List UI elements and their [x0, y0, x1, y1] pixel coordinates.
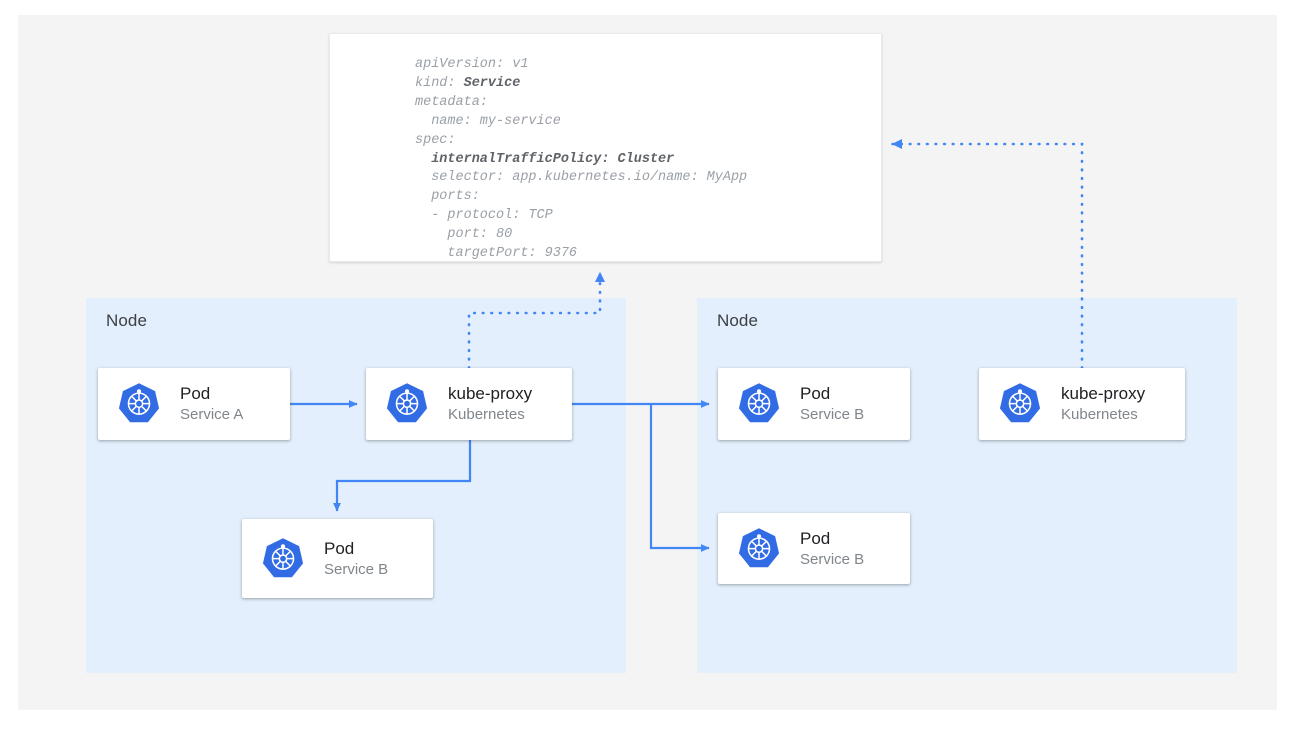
yaml-line-targetport: targetPort: 9376 [415, 246, 578, 262]
kubernetes-logo-icon [738, 527, 780, 567]
yaml-line-ports: ports: [415, 189, 480, 205]
card-pod-service-b-remote-1[interactable]: Pod Service B [718, 368, 910, 440]
card-title: kube-proxy [1061, 384, 1146, 404]
kubernetes-logo-icon [999, 383, 1041, 423]
card-pod-service-b-remote-2[interactable]: Pod Service B [718, 513, 910, 584]
kubernetes-logo-icon [262, 537, 304, 577]
yaml-line-protocol: - protocol: TCP [415, 208, 553, 224]
service-manifest-box: apiVersion: v1 kind: Service metadata: n… [329, 33, 882, 262]
card-pod-service-b-local[interactable]: Pod Service B [242, 519, 433, 598]
card-subtitle: Kubernetes [1061, 406, 1138, 424]
card-kube-proxy-left[interactable]: kube-proxy Kubernetes [366, 368, 572, 440]
yaml-line-name: name: my-service [415, 113, 561, 129]
yaml-line-spec: spec: [415, 132, 456, 148]
yaml-line-port: port: 80 [415, 227, 513, 243]
node-container-right: Node [697, 298, 1237, 673]
card-subtitle: Service B [800, 406, 865, 424]
yaml-line-metadata: metadata: [415, 94, 488, 110]
card-text: Pod Service B [324, 539, 388, 579]
card-text: Pod Service A [180, 384, 243, 424]
card-text: kube-proxy Kubernetes [448, 384, 532, 424]
node-container-left: Node [86, 298, 626, 673]
card-kube-proxy-right[interactable]: kube-proxy Kubernetes [979, 368, 1185, 440]
yaml-line-selector: selector: app.kubernetes.io/name: MyApp [415, 170, 748, 186]
card-pod-service-a[interactable]: Pod Service A [98, 368, 290, 440]
kubernetes-logo-icon [738, 383, 780, 423]
yaml-line-apiversion: apiVersion: v1 [415, 57, 529, 72]
card-text: Pod Service B [800, 529, 864, 569]
node-label: Node [717, 311, 759, 330]
card-text: Pod Service B [800, 384, 864, 424]
yaml-line-internal-traffic-policy: internalTrafficPolicy: Cluster [415, 151, 675, 167]
card-subtitle: Service B [800, 550, 865, 568]
kubernetes-logo-icon [118, 383, 160, 423]
card-subtitle: Kubernetes [448, 406, 525, 424]
card-title: Pod [180, 384, 211, 404]
card-subtitle: Service B [324, 560, 389, 578]
yaml-line-kind-key: kind: [415, 75, 464, 91]
kubernetes-logo-icon [386, 383, 428, 423]
card-subtitle: Service A [180, 406, 244, 424]
node-label: Node [106, 311, 148, 330]
card-title: kube-proxy [448, 384, 533, 404]
card-title: Pod [800, 384, 831, 404]
card-title: Pod [324, 538, 355, 558]
service-manifest-code: apiVersion: v1 kind: Service metadata: n… [415, 56, 748, 262]
yaml-line-kind-value: Service [463, 75, 521, 91]
card-text: kube-proxy Kubernetes [1061, 384, 1145, 424]
card-title: Pod [800, 528, 831, 548]
